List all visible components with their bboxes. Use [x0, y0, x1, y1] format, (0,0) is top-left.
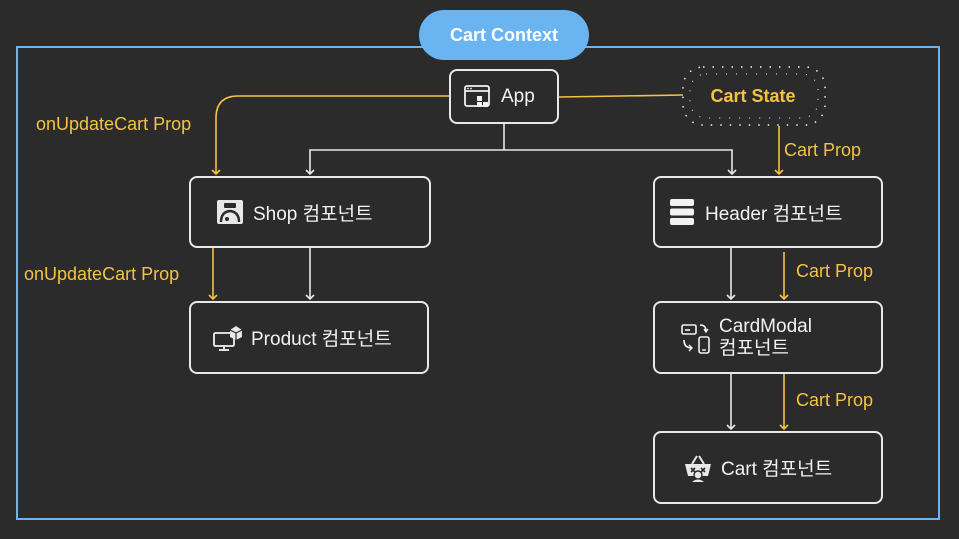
- shop-component-node[interactable]: Shop 컴포넌트: [189, 176, 431, 248]
- prop-label-app-to-shop: onUpdateCart Prop: [36, 114, 192, 134]
- cardmodal-label-line1: CardModal: [719, 315, 812, 337]
- cart-component-node[interactable]: Cart 컴포넌트: [653, 431, 883, 504]
- prop-edge-state-to-app: [558, 94, 684, 98]
- header-label: Header 컴포넌트: [705, 203, 843, 225]
- prop-label-header-to-cardmodal: Cart Prop: [796, 261, 874, 281]
- app-node[interactable]: App: [449, 69, 559, 124]
- cart-context-label: Cart Context: [419, 10, 589, 60]
- header-stack-icon: [667, 197, 697, 227]
- cart-basket-icon: [683, 453, 713, 483]
- cardmodal-label: CardModal 컴포넌트: [719, 316, 829, 360]
- product-component-node[interactable]: Product 컴포넌트: [189, 301, 429, 374]
- shop-icon: [215, 197, 245, 227]
- prop-label-cardmodal-to-cart: Cart Prop: [796, 390, 874, 410]
- shop-label: Shop 컴포넌트: [253, 203, 373, 225]
- cardmodal-component-node[interactable]: CardModal 컴포넌트: [653, 301, 883, 374]
- header-component-node[interactable]: Header 컴포넌트: [653, 176, 883, 248]
- app-window-icon: [463, 82, 493, 112]
- modal-sync-icon: [681, 323, 711, 354]
- prop-label-state-to-header: Cart Prop: [784, 140, 862, 160]
- prop-label-shop-to-product: onUpdateCart Prop: [24, 264, 180, 284]
- cardmodal-label-line2: 컴포넌트: [719, 337, 789, 359]
- cart-label: Cart 컴포넌트: [721, 459, 833, 480]
- edge-app-to-shop: [305, 149, 504, 176]
- cart-state-label: Cart State: [710, 85, 796, 106]
- app-label: App: [501, 85, 535, 107]
- prop-edge-app-to-shop: [211, 95, 449, 176]
- product-monitor-icon: [213, 323, 243, 353]
- product-label: Product 컴포넌트: [251, 329, 392, 350]
- edge-app-to-header: [504, 149, 737, 176]
